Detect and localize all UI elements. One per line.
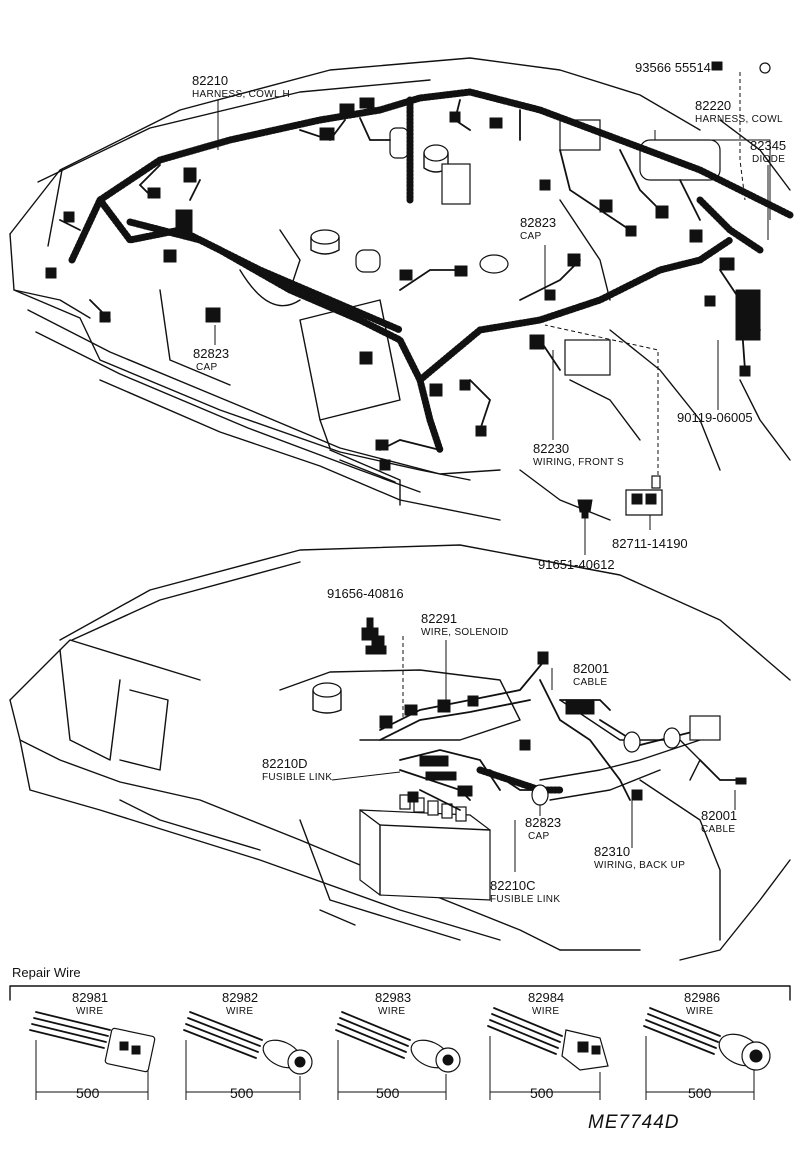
repair-wire-length: 500 — [376, 1085, 400, 1101]
drawing-code: ME7744D — [588, 1112, 680, 1133]
repair-wire-item: 82981 WIRE 500 — [29, 990, 156, 1101]
callout-name: CAP — [520, 231, 541, 242]
callout-name: WIRING, FRONT S — [533, 457, 624, 468]
top-leader-lines — [214, 72, 771, 555]
repair-wire-section: Repair Wire 82981 WIRE 500 — [9, 965, 791, 1101]
repair-wire-item: 82986 WIRE 500 — [643, 990, 771, 1101]
callout-number: 82220 — [695, 98, 731, 113]
callout-number: 91651-40612 — [538, 557, 615, 572]
top-callout-labels: 82210 HARNESS, COWL H 93566 55514 82220 … — [192, 60, 786, 572]
callout-number: 82210C — [490, 878, 536, 893]
bottom-leader-lines — [331, 617, 736, 872]
repair-wire-number: 82984 — [528, 990, 564, 1005]
bottom-harness-routing — [379, 659, 741, 811]
callout-number: 82345 — [750, 138, 786, 153]
callout-name: CABLE — [573, 677, 607, 688]
callout-number: 82291 — [421, 611, 457, 626]
repair-wire-item: 82984 WIRE 500 — [487, 990, 609, 1101]
repair-wire-name: WIRE — [226, 1006, 253, 1017]
repair-wire-name: WIRE — [378, 1006, 405, 1017]
callout-name: WIRE, SOLENOID — [421, 627, 509, 638]
bottom-callout-labels: 91656-40816 82291 WIRE, SOLENOID 82001 C… — [262, 586, 737, 905]
callout-number: 82823 — [520, 215, 556, 230]
repair-wire-title: Repair Wire — [12, 965, 81, 980]
repair-wire-length: 500 — [76, 1085, 100, 1101]
callout-number: 82001 — [573, 661, 609, 676]
callout-name: CABLE — [701, 824, 735, 835]
callout-number: 82823 — [525, 815, 561, 830]
top-small-parts — [577, 475, 663, 519]
repair-wire-number: 82981 — [72, 990, 108, 1005]
repair-wire-length: 500 — [688, 1085, 712, 1101]
repair-wire-number: 82983 — [375, 990, 411, 1005]
bottom-connectors — [365, 635, 747, 806]
repair-wire-name: WIRE — [532, 1006, 559, 1017]
callout-name: WIRING, BACK UP — [594, 860, 685, 871]
callout-name: CAP — [196, 362, 217, 373]
callout-number: 82210 — [192, 73, 228, 88]
callout-number: 90119-06005 — [677, 410, 753, 425]
callout-number: 93566 55514 — [635, 60, 711, 75]
callout-number: 91656-40816 — [327, 586, 404, 601]
callout-name: CAP — [528, 831, 549, 842]
repair-wire-number: 82986 — [684, 990, 720, 1005]
repair-wire-item: 82983 WIRE 500 — [335, 990, 461, 1101]
repair-wire-length: 500 — [530, 1085, 554, 1101]
callout-name: FUSIBLE LINK — [490, 894, 560, 905]
callout-number: 82230 — [533, 441, 569, 456]
callout-name: DIODE — [752, 154, 785, 165]
repair-wire-name: WIRE — [686, 1006, 713, 1017]
callout-number: 82711-14190 — [612, 536, 688, 551]
top-connectors — [45, 61, 771, 471]
callout-name: FUSIBLE LINK — [262, 772, 332, 783]
bottom-vehicle-body — [9, 544, 791, 961]
callout-number: 82823 — [193, 346, 229, 361]
callout-number: 82310 — [594, 844, 630, 859]
repair-wire-name: WIRE — [76, 1006, 103, 1017]
callout-name: HARNESS, COWL — [695, 114, 783, 125]
repair-wire-item: 82982 WIRE 500 — [183, 990, 313, 1101]
callout-number: 82001 — [701, 808, 737, 823]
callout-name: HARNESS, COWL H — [192, 89, 290, 100]
callout-number: 82210D — [262, 756, 308, 771]
repair-wire-length: 500 — [230, 1085, 254, 1101]
repair-wire-number: 82982 — [222, 990, 258, 1005]
